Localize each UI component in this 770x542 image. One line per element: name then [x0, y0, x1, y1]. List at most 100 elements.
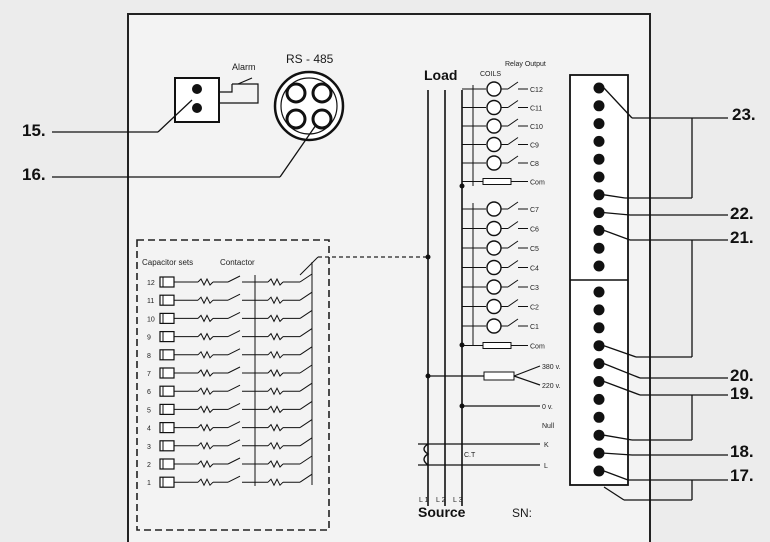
contactor-switch — [227, 348, 241, 356]
resistor-symbol — [197, 332, 214, 341]
terminal-dot — [593, 242, 605, 254]
relay-contact — [507, 201, 519, 210]
l3-label: L 3 — [453, 497, 463, 504]
relay-contact — [507, 240, 519, 249]
capacitor-symbol — [159, 367, 175, 379]
capacitor-box — [136, 239, 330, 531]
terminal-dot — [593, 224, 605, 236]
resistor-symbol — [197, 314, 214, 323]
relay-coil — [486, 201, 502, 217]
capacitor-number: 7 — [147, 371, 151, 378]
terminal-dot — [593, 286, 605, 298]
relay-coil — [486, 279, 502, 295]
relay-coil — [486, 318, 502, 334]
relay-contact — [507, 118, 519, 127]
l1-label: L 1 — [419, 497, 429, 504]
relay-lower-label: C2 — [530, 305, 539, 312]
resistor-symbol — [197, 423, 214, 432]
terminal-dots — [593, 82, 605, 477]
contactor-switch — [227, 421, 241, 429]
terminal-dot — [593, 340, 605, 352]
com-fuse — [482, 342, 512, 349]
resistor-symbol — [197, 405, 214, 414]
voltage-0-label: 0 v. — [542, 404, 553, 411]
resistor-symbol — [197, 441, 214, 450]
relay-coil — [486, 220, 502, 237]
terminal-dot — [593, 153, 605, 165]
capacitor-symbol — [159, 385, 175, 397]
resistor-symbol — [197, 350, 214, 359]
alarm-label: Alarm — [232, 62, 256, 72]
contactor-switch — [227, 275, 241, 283]
terminal-dot — [593, 207, 605, 219]
capacitor-number: 12 — [147, 280, 155, 287]
resistor-symbol — [197, 368, 214, 378]
relay-contact — [507, 137, 519, 145]
terminal-dot — [593, 376, 605, 387]
capacitor-number: 2 — [147, 462, 151, 469]
callout-17: 17. — [730, 466, 754, 485]
load-label: Load — [424, 67, 457, 83]
capacitor-symbol — [159, 349, 175, 361]
capacitor-number: 8 — [147, 353, 151, 360]
relay-lower-label: C3 — [530, 285, 539, 292]
source-label: Source — [418, 504, 466, 520]
relay-lower-label: C4 — [530, 266, 539, 273]
relay-contact — [507, 100, 519, 108]
relay-upper-label: C11 — [530, 106, 542, 113]
terminal-dot — [593, 304, 605, 316]
relay-coil — [486, 136, 502, 153]
terminal-dot — [593, 429, 605, 441]
ct-label: C.T — [464, 452, 476, 459]
contactor-switch — [227, 384, 241, 392]
relay-coil — [486, 155, 502, 171]
capacitor-number: 5 — [147, 407, 151, 414]
capacitor-sets-label: Capacitor sets — [142, 258, 193, 267]
contactor-switch — [227, 293, 241, 301]
contactor-label: Contactor — [220, 258, 255, 267]
relay-lower-label: Com — [530, 344, 545, 351]
right-callout-lines — [603, 87, 728, 501]
sn-label: SN: — [512, 506, 532, 520]
capacitor-symbol — [159, 331, 175, 343]
terminal-dot — [593, 358, 605, 370]
resistor-symbol — [197, 459, 214, 469]
l-label: L — [544, 463, 548, 470]
relay-coil — [486, 81, 502, 97]
terminal-dot — [593, 411, 605, 423]
relay-contact — [507, 155, 519, 164]
contactor-switch — [227, 402, 241, 410]
relay-coil — [486, 99, 502, 116]
relay-coil — [486, 259, 502, 276]
terminal-dot — [593, 100, 605, 112]
resistor-symbol — [197, 296, 214, 305]
relay-contact — [507, 279, 519, 288]
null-label: Null — [542, 423, 555, 430]
contactor-switch — [227, 439, 241, 447]
capacitor-symbol — [159, 440, 175, 452]
contactor-switch — [227, 330, 241, 338]
callout-23: 23. — [732, 105, 756, 124]
capacitor-symbol — [159, 476, 175, 488]
resistor-symbol — [197, 387, 214, 396]
relay-upper-label: C9 — [530, 143, 539, 150]
capacitor-symbol — [159, 422, 175, 434]
terminal-dot — [593, 189, 605, 201]
capacitor-symbol — [159, 294, 175, 306]
contactor-switch — [227, 475, 241, 483]
callout-20: 20. — [730, 366, 754, 385]
capacitor-number: 6 — [147, 389, 151, 396]
relay-coil — [486, 240, 502, 256]
callout-15: 15. — [22, 121, 46, 140]
resistor-symbol — [197, 478, 214, 487]
contactor-switch — [227, 457, 241, 465]
relay-lower-label: C6 — [530, 227, 539, 234]
callout-19: 19. — [730, 384, 754, 403]
terminal-dot — [593, 322, 605, 334]
relay-coil — [486, 298, 502, 315]
relay-contact — [507, 221, 519, 229]
k-label: K — [544, 442, 549, 449]
relay-contact — [507, 81, 519, 90]
terminal-dot — [593, 82, 605, 94]
